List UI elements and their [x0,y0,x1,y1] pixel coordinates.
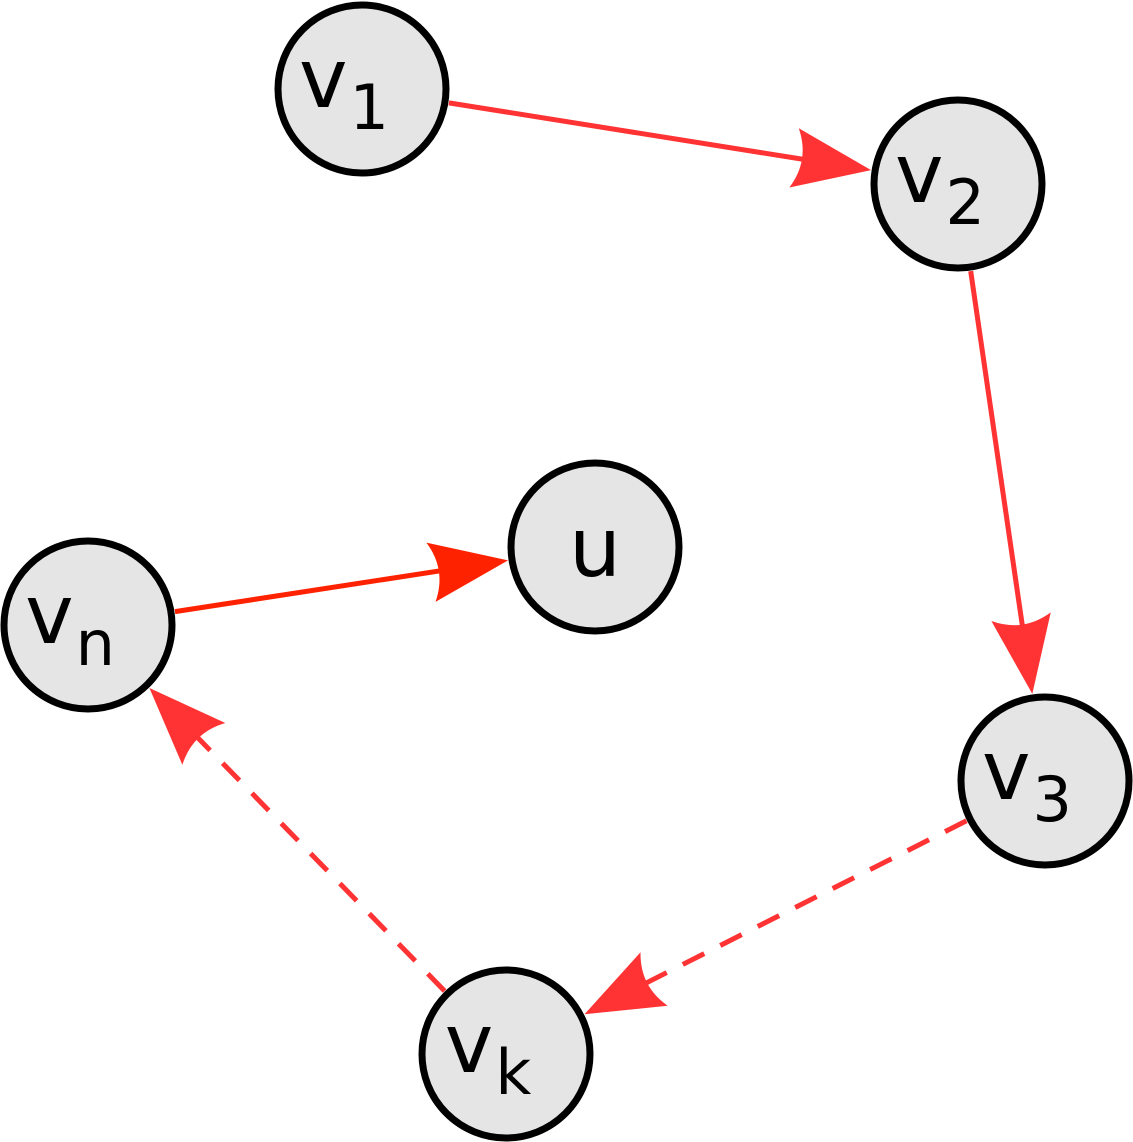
edge-v3-vk [638,818,968,989]
node-u: u [507,459,683,635]
node-v3: v3 [957,693,1133,869]
node-vn-main: v [25,568,74,663]
svg-text:v1: v1 [299,32,389,144]
arrowhead-v3-vk [584,952,668,1015]
edge-v2-v3 [968,270,1026,633]
node-v2: v2 [870,96,1046,272]
arrowhead-v1-v2 [789,128,872,188]
svg-text:v2: v2 [895,127,985,239]
node-vk: vk [418,966,594,1142]
node-v2-sub: 2 [946,166,985,239]
edge-vk-vn [190,730,447,993]
svg-text:vk: vk [445,997,532,1109]
svg-text:vn: vn [25,568,115,680]
arrowhead-v2-v3 [991,612,1051,694]
node-v1-main: v [299,32,348,127]
node-v2-main: v [895,127,944,222]
edge-vn-u [174,567,448,615]
edges [149,100,1051,1015]
node-vn-sub: n [76,607,115,680]
node-vk-sub: k [495,1036,531,1109]
node-vk-main: v [445,997,494,1092]
svg-text:v3: v3 [982,724,1072,836]
node-v1: v1 [274,1,450,177]
node-v3-main: v [982,724,1031,819]
node-u-label: u [569,501,621,596]
arrowhead-vn-u [426,542,509,602]
arrowhead-vk-vn [149,688,226,765]
node-vn: vn [0,537,176,713]
edge-v1-v2 [448,100,811,163]
node-v1-sub: 1 [350,71,389,144]
node-v3-sub: 3 [1033,763,1072,836]
